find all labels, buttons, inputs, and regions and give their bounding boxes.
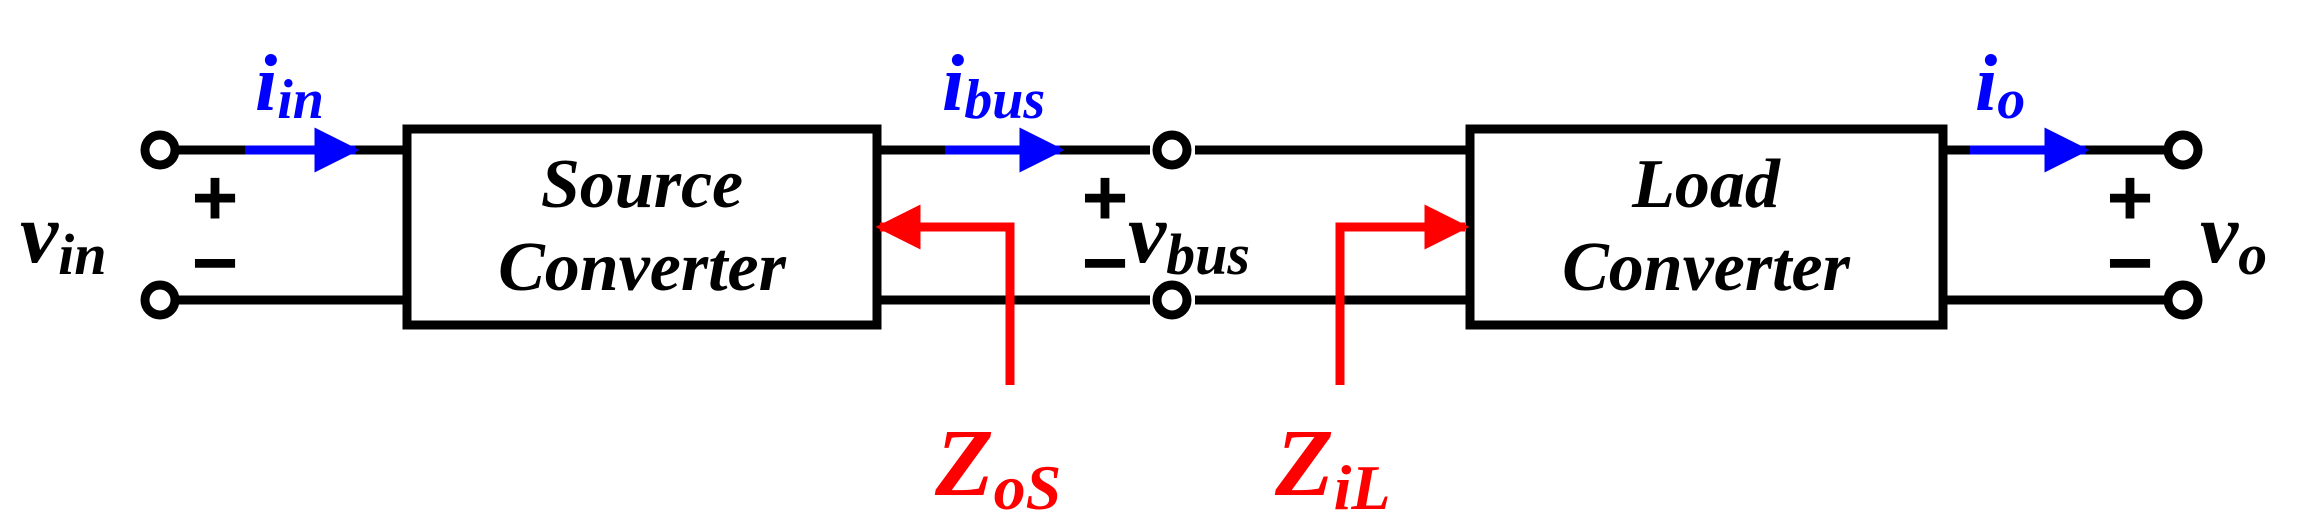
- impedance-arrows: [875, 204, 1470, 385]
- bus-minus-sign: −: [1082, 218, 1129, 307]
- load-converter-box: [1465, 124, 1948, 330]
- terminal-icon: [1152, 130, 1192, 170]
- output-minus-sign: −: [2107, 218, 2154, 307]
- terminals: [140, 130, 2203, 320]
- input-minus-sign: −: [192, 218, 239, 307]
- source-output-impedance-label: ZoS: [934, 409, 1061, 523]
- terminal-icon: [2163, 280, 2203, 320]
- output-current-label: io: [1975, 40, 2025, 131]
- source-converter-label-line1: Source: [541, 146, 743, 223]
- output-voltage-label: vo: [2200, 185, 2267, 287]
- impedance-arrow-icon: [1335, 204, 1470, 385]
- load-input-impedance-label: ZiL: [1274, 409, 1391, 523]
- bus-plus-sign: +: [1082, 153, 1129, 242]
- input-voltage-label: vin: [20, 185, 107, 287]
- terminal-icon: [2163, 130, 2203, 170]
- terminal-icon: [140, 130, 180, 170]
- load-converter-label-line1: Load: [1631, 146, 1781, 223]
- terminal-icon: [1152, 280, 1192, 320]
- impedance-arrow-icon: [875, 204, 1015, 385]
- load-converter-label-line2: Converter: [1562, 229, 1851, 306]
- source-converter-box: [402, 124, 882, 330]
- bus-current-label: ibus: [942, 40, 1045, 131]
- input-current-label: iin: [255, 40, 324, 131]
- input-plus-sign: +: [192, 153, 239, 242]
- source-converter-label-line2: Converter: [498, 229, 787, 306]
- terminal-icon: [140, 280, 180, 320]
- output-plus-sign: +: [2107, 153, 2154, 242]
- bus-voltage-label: vbus: [1128, 185, 1250, 287]
